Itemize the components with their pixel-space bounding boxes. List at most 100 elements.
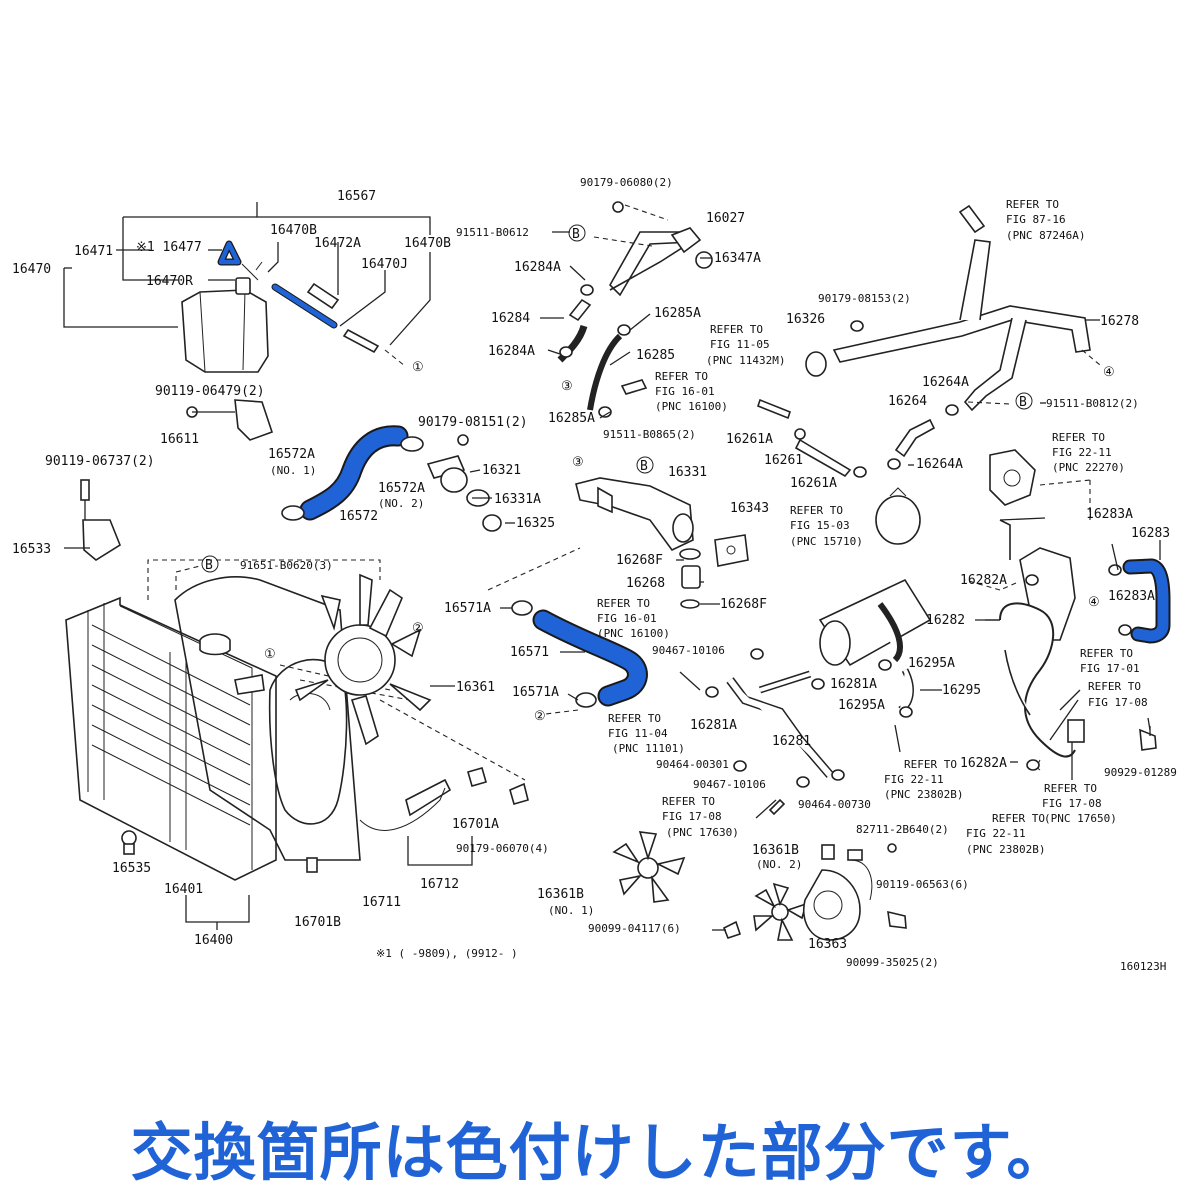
parts-diagram: 16567 16470 16471 ※1 16477 16470B 16472A… bbox=[12, 176, 1177, 973]
fig-16-01-a: FIG 16-01 bbox=[655, 385, 715, 398]
fig-22-11-a: FIG 22-11 bbox=[1052, 446, 1112, 459]
label-16325: 16325 bbox=[516, 516, 555, 531]
label-16264: 16264 bbox=[888, 394, 927, 409]
label-16027: 16027 bbox=[706, 211, 745, 226]
fig-15-03: FIG 15-03 bbox=[790, 519, 850, 532]
label-no2-a: (NO. 2) bbox=[378, 497, 424, 510]
label-16535: 16535 bbox=[112, 861, 151, 876]
refer-17-08-a: REFER TO bbox=[1088, 680, 1141, 693]
refer-16-01-b: REFER TO bbox=[597, 597, 650, 610]
label-16285: 16285 bbox=[636, 348, 675, 363]
refer-22-11-b: REFER TO bbox=[904, 758, 957, 771]
label-16331: 16331 bbox=[668, 465, 707, 480]
label-16571A-bottom: 16571A bbox=[512, 685, 559, 700]
label-16264A-bottom: 16264A bbox=[916, 457, 963, 472]
label-90119-06737: 90119-06737(2) bbox=[45, 454, 155, 469]
label-16470J: 16470J bbox=[361, 257, 408, 272]
refer-16-01-a: REFER TO bbox=[655, 370, 708, 383]
circle-1-top: ① bbox=[412, 360, 424, 375]
fig-11-04: FIG 11-04 bbox=[608, 727, 668, 740]
label-16470B-right: 16470B bbox=[404, 236, 451, 251]
pnc-16100-a: (PNC 16100) bbox=[655, 400, 728, 413]
radiator-16400 bbox=[65, 559, 381, 930]
thermostat bbox=[875, 487, 921, 545]
overflow-hose-highlight bbox=[272, 284, 337, 328]
label-16282A-top: 16282A bbox=[960, 573, 1007, 588]
pnc-17630: (PNC 17630) bbox=[666, 826, 739, 839]
label-91511-B0612: 91511-B0612 bbox=[456, 226, 529, 239]
label-90119-06479: 90119-06479(2) bbox=[155, 384, 265, 399]
label-16571A-top: 16571A bbox=[444, 601, 491, 616]
label-16268F-bottom: 16268F bbox=[720, 597, 767, 612]
label-16295A-top: 16295A bbox=[908, 656, 955, 671]
pnc-87246: (PNC 87246A) bbox=[1006, 229, 1085, 242]
label-16572A-no1: 16572A bbox=[268, 447, 315, 462]
pnc-11101: (PNC 11101) bbox=[612, 742, 685, 755]
fig-17-08-c: FIG 17-08 bbox=[662, 810, 722, 823]
heater-hose-group bbox=[679, 578, 932, 819]
fig-17-08-b: FIG 17-08 bbox=[1042, 797, 1102, 810]
label-16363: 16363 bbox=[808, 937, 847, 952]
refer-87-16: REFER TO bbox=[1006, 198, 1059, 211]
circle-4-b: ④ bbox=[1088, 595, 1100, 610]
refer-17-08-b: REFER TO bbox=[1044, 782, 1097, 795]
reservoir-tank bbox=[181, 289, 269, 373]
label-16701B: 16701B bbox=[294, 915, 341, 930]
label-90179-06070: 90179-06070(4) bbox=[456, 842, 549, 855]
upper-radiator-hose bbox=[281, 425, 502, 532]
label-16278: 16278 bbox=[1100, 314, 1139, 329]
fan-16361 bbox=[294, 573, 432, 746]
label-90929-01289: 90929-01289 bbox=[1104, 766, 1177, 779]
pnc-16100-b: (PNC 16100) bbox=[597, 627, 670, 640]
lower-hose-highlight bbox=[534, 611, 646, 705]
label-16572: 16572 bbox=[339, 509, 378, 524]
fig-22-11-b: FIG 22-11 bbox=[884, 773, 944, 786]
label-circle-B-2: B bbox=[1019, 395, 1027, 410]
fig-22-11-c: FIG 22-11 bbox=[966, 827, 1026, 840]
electric-fan-16361B bbox=[612, 831, 907, 941]
label-16472A: 16472A bbox=[314, 236, 361, 251]
pnc-22270: (PNC 22270) bbox=[1052, 461, 1125, 474]
fig-11-05: FIG 11-05 bbox=[710, 338, 770, 351]
label-circle-B-4: B bbox=[205, 558, 213, 573]
label-90179-06080: 90179-06080(2) bbox=[580, 176, 673, 189]
label-16281: 16281 bbox=[772, 734, 811, 749]
label-16361: 16361 bbox=[456, 680, 495, 695]
label-16470: 16470 bbox=[12, 262, 51, 277]
label-16261A-bottom: 16261A bbox=[790, 476, 837, 491]
label-16283A-top: 16283A bbox=[1086, 507, 1133, 522]
circle-2-a: ② bbox=[412, 621, 424, 636]
label-82711-2B640: 82711-2B640(2) bbox=[856, 823, 949, 836]
label-16283A-bottom: 16283A bbox=[1108, 589, 1155, 604]
label-90467-10106-bottom: 90467-10106 bbox=[693, 778, 766, 791]
pnc-15710: (PNC 15710) bbox=[790, 535, 863, 548]
label-16281A-bottom: 16281A bbox=[690, 718, 737, 733]
label-16400: 16400 bbox=[194, 933, 233, 948]
upper-hose-highlight bbox=[301, 427, 407, 519]
label-16572A-no2: 16572A bbox=[378, 481, 425, 496]
label-16470B-left: 16470B bbox=[270, 223, 317, 238]
label-91511-B0865: 91511-B0865(2) bbox=[603, 428, 696, 441]
label-16285A-top: 16285A bbox=[654, 306, 701, 321]
circle-1-b: ① bbox=[264, 647, 276, 662]
pnc-11432: (PNC 11432M) bbox=[706, 354, 785, 367]
label-90179-08151: 90179-08151(2) bbox=[418, 415, 528, 430]
tank-cap bbox=[235, 277, 251, 295]
refer-22-11-c: REFER TO bbox=[992, 812, 1045, 825]
label-16321: 16321 bbox=[482, 463, 521, 478]
refer-17-08-c: REFER TO bbox=[662, 795, 715, 808]
diagram-reference-code: 160123H bbox=[1120, 960, 1166, 973]
label-90119-06563: 90119-06563(6) bbox=[876, 878, 969, 891]
brackets-left bbox=[64, 399, 274, 561]
right-hose-16282 bbox=[964, 449, 1171, 771]
refer-11-05: REFER TO bbox=[710, 323, 763, 336]
label-91511-B0812: 91511-B0812(2) bbox=[1046, 397, 1139, 410]
label-16347A: 16347A bbox=[714, 251, 761, 266]
water-pipe-16278 bbox=[805, 204, 1101, 470]
pnc-17650: (PNC 17650) bbox=[1044, 812, 1117, 825]
label-16284A-bottom: 16284A bbox=[488, 344, 535, 359]
label-no1-a: (NO. 1) bbox=[270, 464, 316, 477]
pnc-23802b-b: (PNC 23802B) bbox=[966, 843, 1045, 856]
water-inlet-16331 bbox=[487, 477, 749, 609]
label-16571: 16571 bbox=[510, 645, 549, 660]
